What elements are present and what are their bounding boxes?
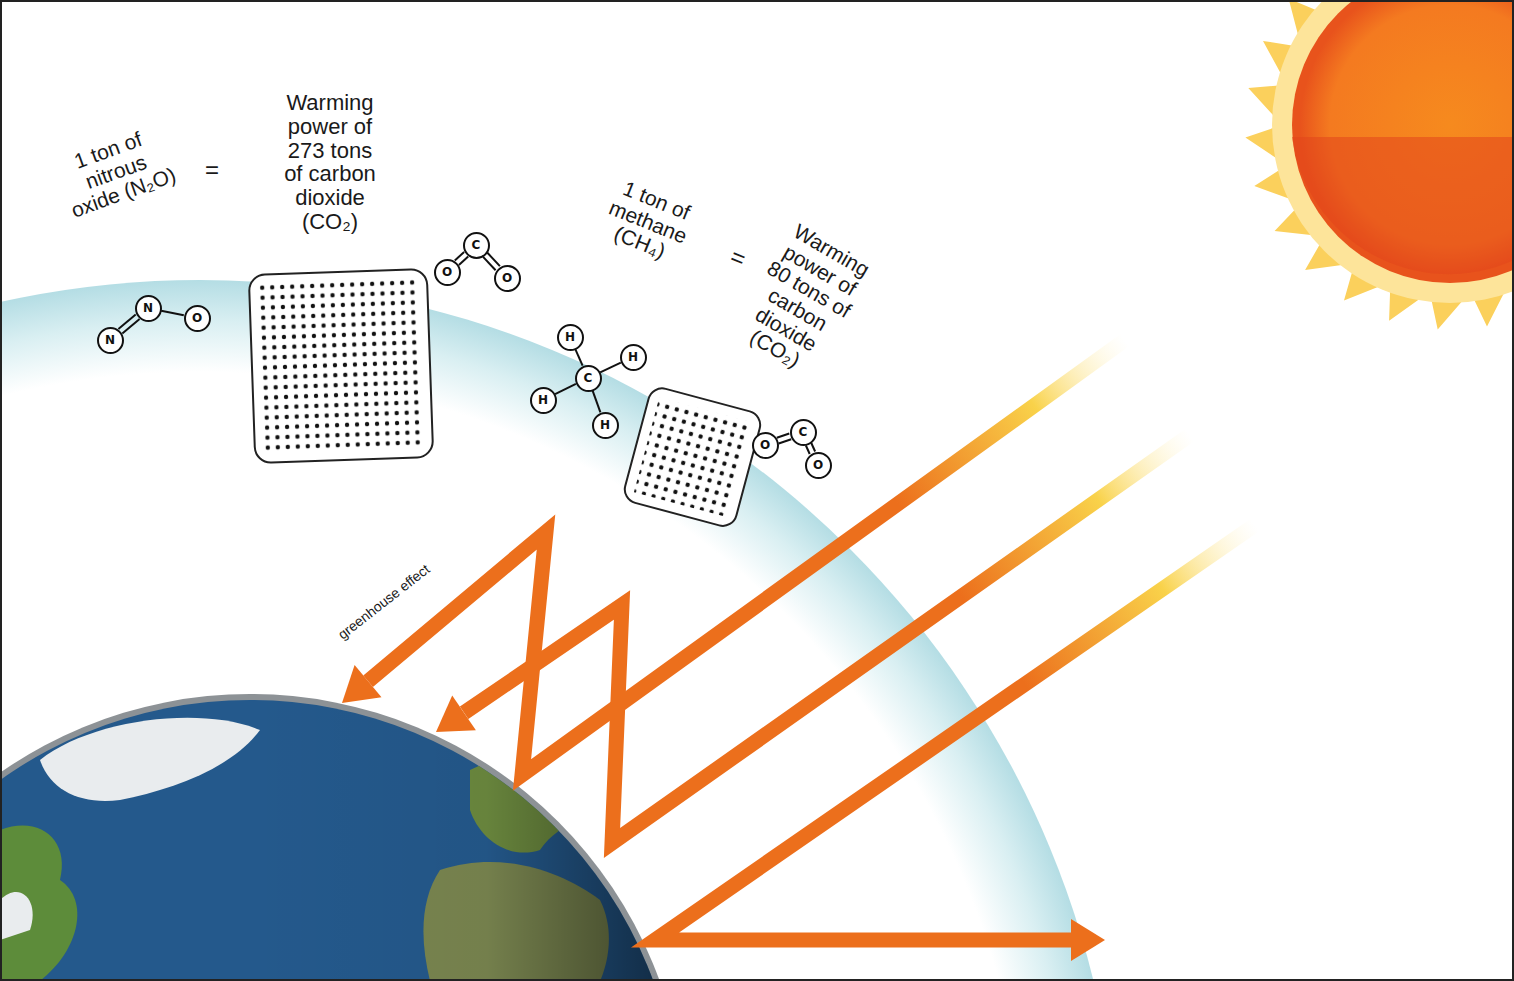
bond-line: [483, 257, 496, 270]
atom-symbol: O: [192, 312, 202, 324]
bond-line: [455, 252, 464, 261]
bond-line: [161, 311, 184, 316]
bond-line: [575, 349, 582, 365]
sun-flames: [1245, 0, 1514, 330]
atmosphere: [0, 280, 1120, 981]
atom-symbol: N: [143, 302, 153, 314]
atom-symbol: H: [538, 394, 548, 406]
atom-circle: H: [620, 344, 647, 371]
warming-equivalent: Warming power of 273 tons of carbon diox…: [276, 91, 384, 234]
bond-line: [600, 363, 621, 373]
label-text: =: [205, 156, 219, 183]
equals-sign: =: [205, 157, 219, 183]
sun-shade: [1292, 137, 1514, 274]
atom-symbol: O: [442, 266, 452, 278]
atom-symbol: H: [565, 331, 575, 343]
atom-symbol: N: [105, 334, 115, 346]
chemical-bond: [600, 363, 621, 373]
co2-grid-large: [249, 269, 433, 463]
co2-grid-small: [622, 385, 764, 529]
bond-line: [593, 391, 601, 413]
warming-equivalent: Warming power of 80 tons of carbon dioxi…: [726, 216, 881, 384]
atom-circle: O: [494, 265, 521, 292]
bond-line: [811, 443, 815, 452]
chemical-bond: [161, 311, 184, 316]
atom-circle: O: [752, 432, 779, 459]
atom-symbol: C: [584, 372, 593, 384]
earth: [0, 690, 700, 981]
label-text: Warming power of 80 tons of carbon dioxi…: [746, 219, 873, 371]
sun-glow: [1272, 0, 1514, 303]
chemical-bond: [118, 314, 139, 333]
atom-symbol: C: [472, 239, 481, 251]
atom-symbol: C: [799, 426, 808, 438]
atom-circle: C: [463, 232, 490, 259]
atom-symbol: H: [628, 351, 638, 363]
atom-circle: H: [530, 387, 557, 414]
atom-symbol: O: [502, 272, 512, 284]
atom-circle: O: [434, 259, 461, 286]
atom-symbol: O: [813, 459, 823, 471]
bond-line: [122, 319, 139, 334]
equals-sign: =: [727, 243, 750, 272]
chemical-bond: [555, 384, 576, 394]
label-text: =: [727, 242, 750, 272]
atom-circle: H: [557, 324, 584, 351]
label-text: 1 ton of nitrous oxide (N₂O): [68, 127, 179, 222]
atom-symbol: O: [760, 439, 770, 451]
gas-label: 1 ton of methane (CH₄): [591, 172, 705, 271]
chemical-bond: [777, 434, 791, 444]
atom-circle: N: [135, 295, 162, 322]
radiation-ray: [655, 525, 1255, 940]
bond-line: [806, 446, 810, 455]
label-text: Warming power of 273 tons of carbon diox…: [284, 90, 376, 234]
chemical-bond: [593, 391, 601, 413]
bond-line: [779, 439, 792, 443]
atom-circle: H: [592, 412, 619, 439]
sun-disk: [1292, 0, 1514, 283]
atom-symbol: H: [600, 419, 610, 431]
atom-circle: N: [97, 327, 124, 354]
label-text: 1 ton of methane (CH₄): [606, 176, 693, 262]
bond-line: [777, 434, 790, 438]
atom-circle: C: [575, 365, 602, 392]
ray-arrowhead: [436, 696, 476, 733]
bond-line: [459, 256, 468, 265]
atom-circle: C: [790, 419, 817, 446]
gas-label: 1 ton of nitrous oxide (N₂O): [52, 121, 181, 223]
atom-circle: O: [805, 452, 832, 479]
ray-arrowhead: [342, 665, 382, 703]
sun: [1245, 0, 1514, 330]
atom-circle: O: [184, 305, 211, 332]
bond-line: [118, 314, 135, 329]
bond-line: [555, 384, 576, 394]
chemical-bond: [575, 349, 582, 365]
radiation-arrows: [342, 340, 1255, 961]
ray-arrowhead: [1071, 919, 1105, 961]
